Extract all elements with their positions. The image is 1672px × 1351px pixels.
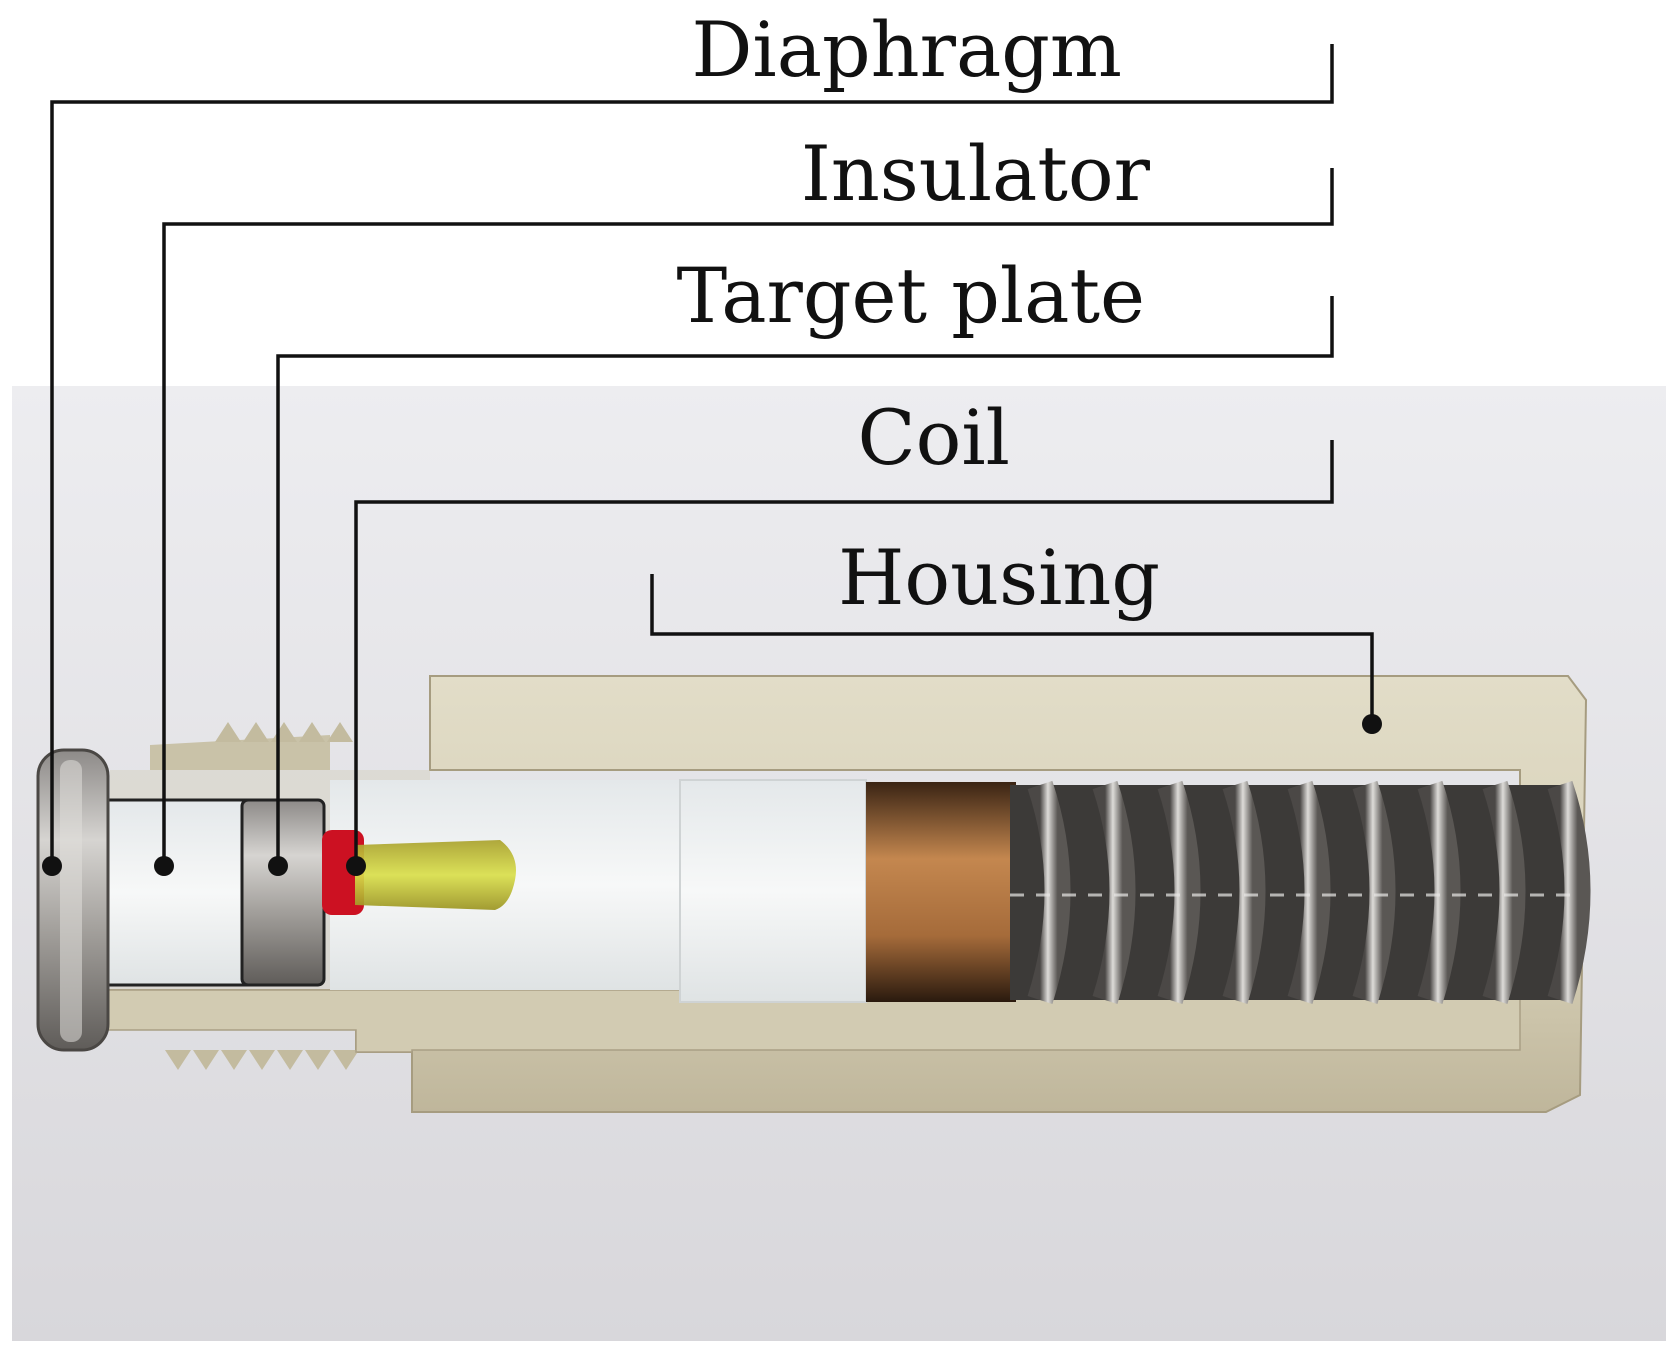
- leader-housing: [650, 574, 1374, 724]
- thread-teeth-top: [215, 722, 353, 742]
- leader-target-plate: [276, 296, 1334, 866]
- dot-coil: [346, 856, 366, 876]
- leader-insulator: [162, 168, 1334, 866]
- diaphragm-disc: [36, 748, 110, 1052]
- copper-winding: [866, 782, 1016, 1002]
- dot-insulator: [154, 856, 174, 876]
- label-coil: Coil: [857, 393, 1010, 482]
- label-diaphragm: Diaphragm: [691, 5, 1122, 94]
- spring: [1010, 780, 1591, 1004]
- dot-housing: [1362, 714, 1382, 734]
- label-housing: Housing: [838, 533, 1160, 622]
- coil-assembly: [322, 830, 516, 915]
- leader-diaphragm: [50, 44, 1334, 866]
- dot-target-plate: [268, 856, 288, 876]
- thread-teeth-bottom: [165, 1050, 359, 1070]
- label-insulator: Insulator: [801, 129, 1151, 218]
- leader-coil: [354, 440, 1334, 866]
- dot-diaphragm: [42, 856, 62, 876]
- label-target-plate: Target plate: [676, 251, 1145, 340]
- target-plate-ring: [240, 798, 326, 987]
